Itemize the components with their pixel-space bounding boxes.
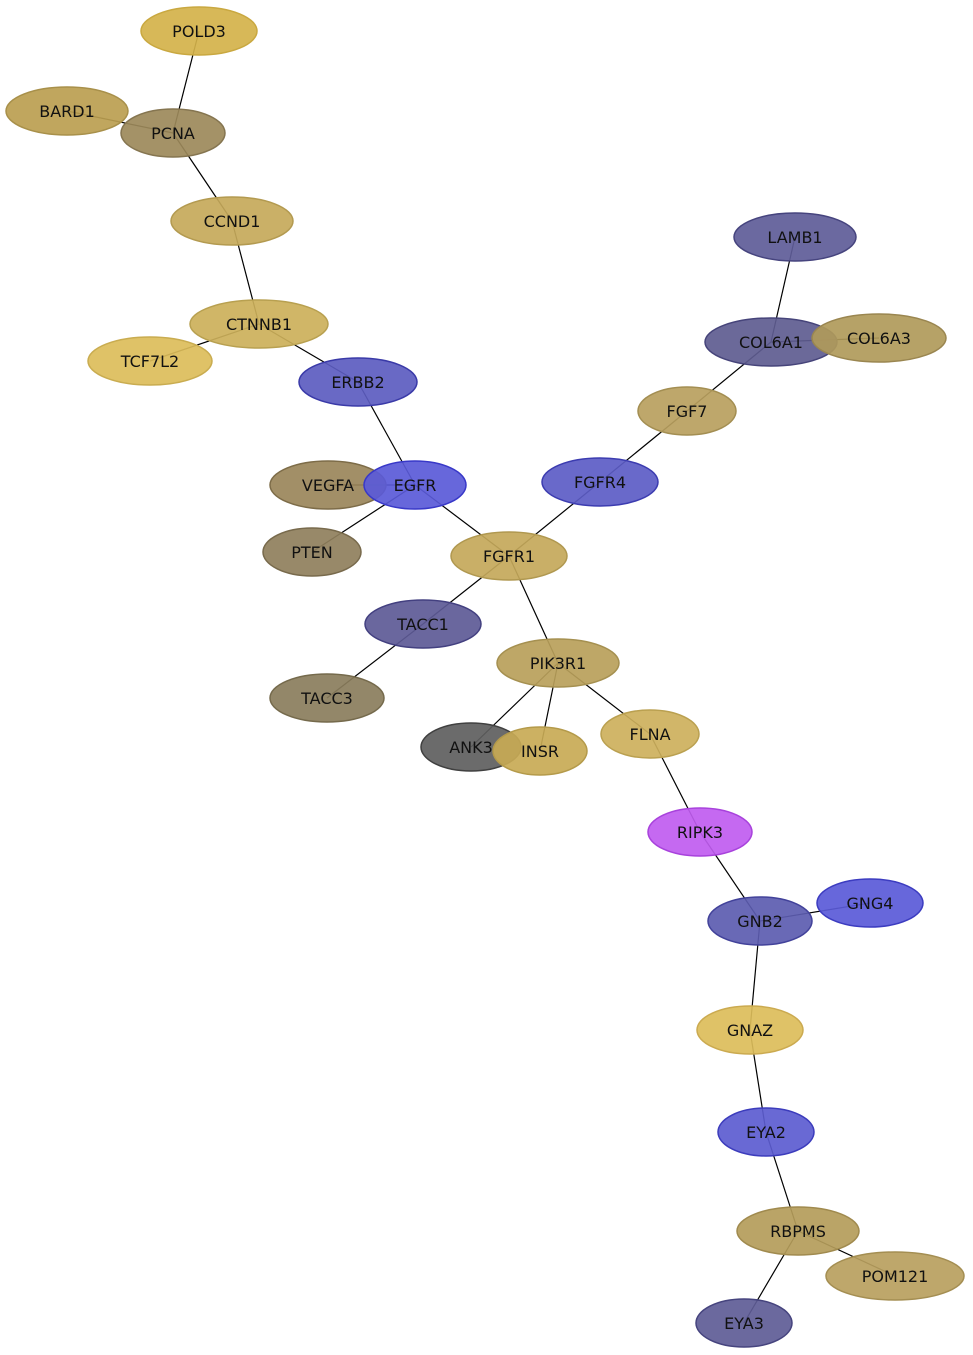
node-pik3r1[interactable]: PIK3R1 [496,638,620,688]
node-ripk3[interactable]: RIPK3 [647,807,753,857]
node-label-tacc3: TACC3 [300,689,353,708]
node-label-pcna: PCNA [151,124,195,143]
node-label-flna: FLNA [629,725,670,744]
node-bard1[interactable]: BARD1 [5,86,129,136]
node-shape-insr [492,726,588,776]
node-label-rbpms: RBPMS [770,1222,826,1241]
node-shape-eya2 [717,1107,815,1157]
node-label-ctnnb1: CTNNB1 [226,315,292,334]
node-shape-rbpms [736,1206,860,1256]
node-shape-tcf7l2 [87,336,213,386]
node-shape-tacc1 [364,599,482,649]
node-label-gnaz: GNAZ [727,1021,773,1040]
node-shape-eya3 [695,1298,793,1348]
node-label-insr: INSR [521,742,559,761]
node-ctnnb1[interactable]: CTNNB1 [189,299,329,349]
node-tcf7l2[interactable]: TCF7L2 [87,336,213,386]
node-pom121[interactable]: POM121 [825,1251,965,1301]
node-pold3[interactable]: POLD3 [140,6,258,56]
node-label-pik3r1: PIK3R1 [530,654,586,673]
node-shape-col6a3 [811,313,947,363]
node-shape-ccnd1 [170,196,294,246]
node-label-gnb2: GNB2 [737,912,783,931]
node-rbpms[interactable]: RBPMS [736,1206,860,1256]
node-label-col6a1: COL6A1 [739,333,803,352]
node-label-col6a3: COL6A3 [847,329,911,348]
node-gnaz[interactable]: GNAZ [696,1005,804,1055]
node-label-pom121: POM121 [862,1267,929,1286]
node-shape-pcna [120,108,226,158]
node-col6a1[interactable]: COL6A1 [704,317,838,367]
node-label-pold3: POLD3 [172,22,226,41]
node-label-egfr: EGFR [394,476,437,495]
node-label-lamb1: LAMB1 [767,228,822,247]
node-fgfr4[interactable]: FGFR4 [541,457,659,507]
node-col6a3[interactable]: COL6A3 [811,313,947,363]
node-label-ccnd1: CCND1 [204,212,261,231]
node-shape-egfr [363,460,467,510]
node-shape-fgf7 [637,386,737,436]
node-label-fgf7: FGF7 [667,402,708,421]
node-shape-pik3r1 [496,638,620,688]
node-shape-tacc3 [269,673,385,723]
node-label-vegfa: VEGFA [302,476,354,495]
node-eya2[interactable]: EYA2 [717,1107,815,1157]
node-insr[interactable]: INSR [492,726,588,776]
node-eya3[interactable]: EYA3 [695,1298,793,1348]
node-label-ripk3: RIPK3 [677,823,723,842]
node-tacc3[interactable]: TACC3 [269,673,385,723]
node-shape-pten [262,527,362,577]
node-label-fgfr1: FGFR1 [483,547,535,566]
node-label-eya2: EYA2 [746,1123,786,1142]
node-label-fgfr4: FGFR4 [574,473,626,492]
node-shape-pom121 [825,1251,965,1301]
node-shape-fgfr4 [541,457,659,507]
node-pten[interactable]: PTEN [262,527,362,577]
node-label-ank3: ANK3 [449,738,493,757]
node-egfr[interactable]: EGFR [363,460,467,510]
node-vegfa[interactable]: VEGFA [269,460,387,510]
node-shape-flna [600,709,700,759]
node-ccnd1[interactable]: CCND1 [170,196,294,246]
node-label-bard1: BARD1 [39,102,95,121]
node-label-tcf7l2: TCF7L2 [120,352,179,371]
node-fgf7[interactable]: FGF7 [637,386,737,436]
node-shape-ripk3 [647,807,753,857]
node-label-eya3: EYA3 [724,1314,764,1333]
node-gnb2[interactable]: GNB2 [707,896,813,946]
node-flna[interactable]: FLNA [600,709,700,759]
node-lamb1[interactable]: LAMB1 [733,212,857,262]
node-shape-fgfr1 [450,531,568,581]
node-erbb2[interactable]: ERBB2 [298,357,418,407]
node-shape-gnb2 [707,896,813,946]
node-shape-ctnnb1 [189,299,329,349]
node-fgfr1[interactable]: FGFR1 [450,531,568,581]
node-shape-gnaz [696,1005,804,1055]
node-pcna[interactable]: PCNA [120,108,226,158]
node-shape-gng4 [816,878,924,928]
node-label-pten: PTEN [291,543,333,562]
node-label-gng4: GNG4 [847,894,894,913]
node-shape-bard1 [5,86,129,136]
node-gng4[interactable]: GNG4 [816,878,924,928]
node-shape-pold3 [140,6,258,56]
node-tacc1[interactable]: TACC1 [364,599,482,649]
node-label-erbb2: ERBB2 [331,373,384,392]
node-label-tacc1: TACC1 [396,615,449,634]
node-shape-erbb2 [298,357,418,407]
node-shape-lamb1 [733,212,857,262]
